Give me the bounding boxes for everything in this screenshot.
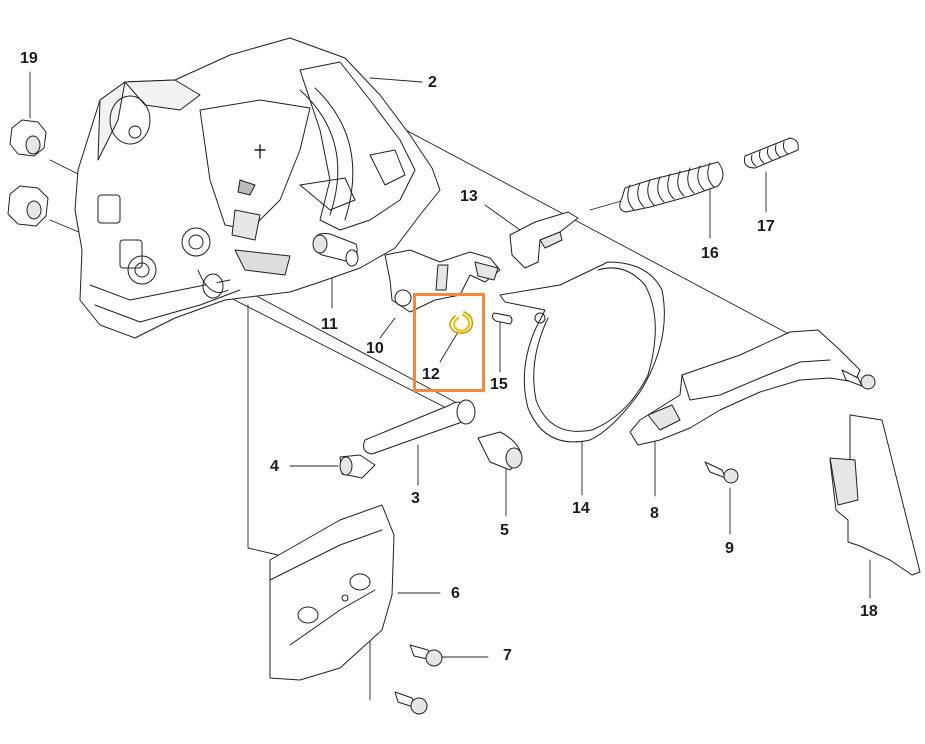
part-14-brake-band (499, 261, 665, 443)
part-15-pin (491, 312, 513, 325)
callout-13: 13 (460, 188, 478, 205)
callout-7: 7 (503, 647, 512, 664)
callout-18: 18 (860, 603, 878, 620)
callout-15: 15 (490, 376, 508, 393)
part-19-nuts (7, 119, 49, 227)
callout-2: 2 (428, 74, 437, 91)
callout-16: 16 (701, 245, 719, 262)
callout-11: 11 (321, 316, 338, 333)
part-4-cap (339, 454, 376, 479)
part-18-guard (829, 414, 921, 576)
callout-9: 9 (725, 540, 734, 557)
part-3-pin (363, 399, 476, 455)
part-12-circlip (449, 311, 474, 334)
part-13-lever (509, 211, 579, 269)
part-9-screw (704, 461, 739, 484)
callout-8: 8 (650, 505, 659, 522)
part-11-pin (312, 233, 359, 267)
callout-19: 19 (20, 50, 38, 67)
callout-4: 4 (270, 458, 279, 475)
part-2-housing (74, 37, 441, 339)
part-5-bushing (477, 431, 523, 471)
callout-17: 17 (757, 218, 775, 235)
part-7-screws (394, 644, 443, 715)
callout-10: 10 (366, 340, 384, 357)
part-16-spring (619, 161, 724, 213)
part-6-plate (269, 504, 395, 681)
part-8-cover (629, 329, 861, 446)
highlight-box-part-12 (413, 293, 485, 392)
callout-6: 6 (451, 585, 460, 602)
callout-12: 12 (422, 366, 440, 383)
callout-3: 3 (411, 490, 420, 507)
part-17-spring (744, 137, 799, 169)
callout-14: 14 (572, 500, 590, 517)
callout-5: 5 (500, 522, 509, 539)
screw-cover (841, 369, 876, 390)
